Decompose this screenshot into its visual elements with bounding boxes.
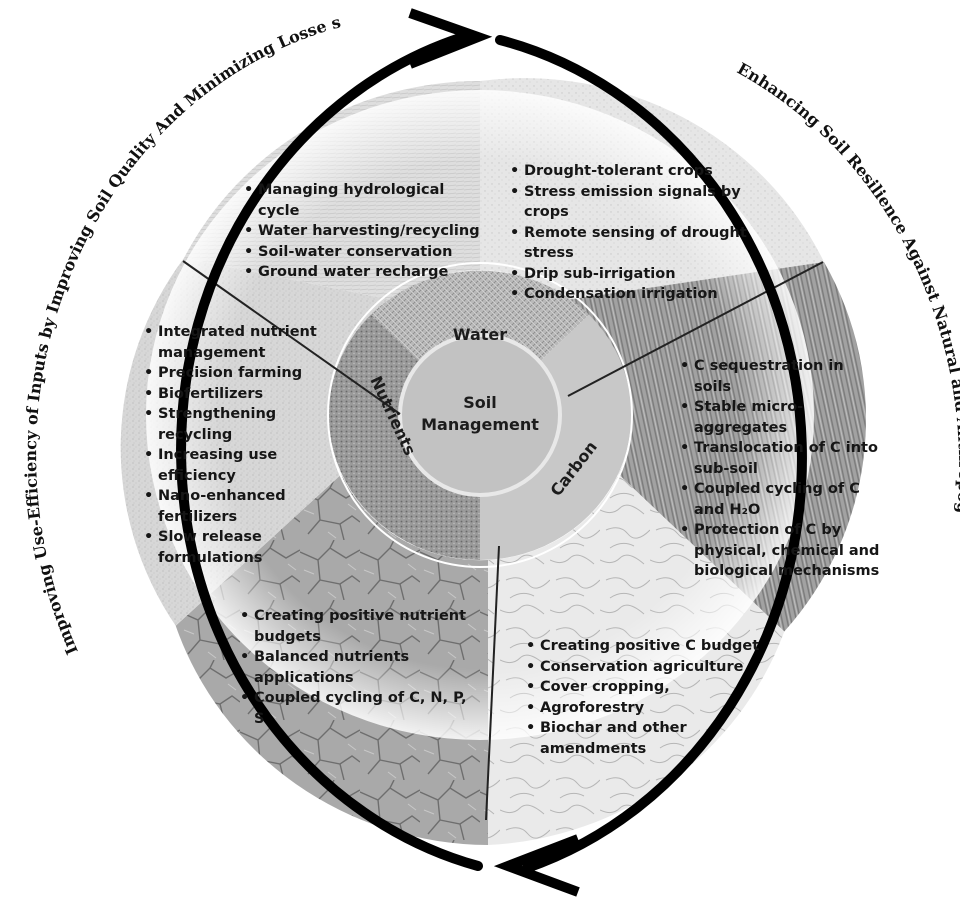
list-item: Coupled cycling of C, N, P, S [240,688,480,729]
list-item: Translocation of C into sub-soil [680,438,880,479]
list-item: Creating positive nutrient budgets [240,606,480,647]
list-carbon-lower: Creating positive C budget Conservation … [526,636,766,759]
hub-label-water: Water [453,325,507,344]
list-item: Precision farming [144,363,324,384]
list-nutrients-lower: Creating positive nutrient budgets Balan… [240,606,480,729]
list-item: Agroforestry [526,698,766,719]
arrowhead-bottom-icon [493,834,580,897]
list-item: Biochar and other amendments [526,718,766,759]
list-item: Ground water recharge [244,262,489,283]
list-carbon-upper: C sequestration in soils Stable micro-ag… [680,356,880,582]
divider-bottom [485,545,500,821]
list-item: Conservation agriculture [526,657,766,678]
list-item: Strengthening recycling [144,404,324,445]
list-item: Integrated nutrient management [144,322,324,363]
list-item: Increasing use efficiency [144,445,324,486]
list-item: Biofertilizers [144,384,324,405]
list-item: Coupled cycling of C and H₂O [680,479,880,520]
list-item: Managing hydrological cycle [244,180,489,221]
arrowhead-top-icon [408,8,493,69]
list-water-right: Drought-tolerant crops Stress emission s… [510,161,790,305]
list-item: Drip sub-irrigation [510,264,790,285]
list-item: Condensation irrigation [510,284,790,305]
list-item: C sequestration in soils [680,356,880,397]
list-item: Cover cropping, [526,677,766,698]
list-water-left: Managing hydrological cycle Water harves… [244,180,489,283]
list-item: Stress emission signals by crops [510,182,790,223]
list-nutrients-upper: Integrated nutrient management Precision… [144,322,324,568]
list-item: Drought-tolerant crops [510,161,790,182]
list-item: Stable micro-aggregates [680,397,880,438]
list-item: Water harvesting/recycling [244,221,489,242]
list-item: Slow release formulations [144,527,324,568]
list-item: Nano-enhanced fertilizers [144,486,324,527]
center-label-line2: Management [421,415,539,434]
list-item: Remote sensing of drought stress [510,223,790,264]
list-item: Balanced nutrients applications [240,647,480,688]
list-item: Protection of C by physical, chemical an… [680,520,880,582]
center-label-line1: Soil [463,393,496,412]
list-item: Soil-water conservation [244,242,489,263]
list-item: Creating positive C budget [526,636,766,657]
center-disc [398,333,562,497]
